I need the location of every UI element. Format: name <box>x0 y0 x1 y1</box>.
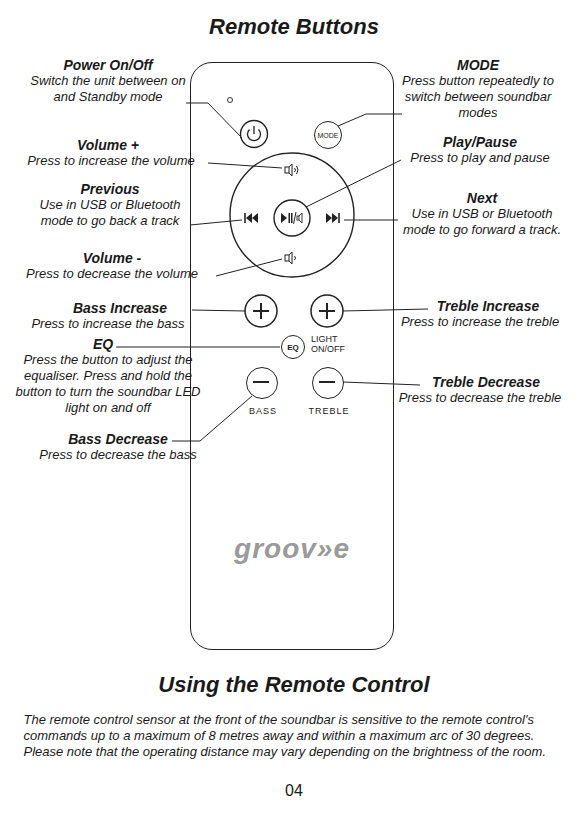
volume-icon <box>297 166 299 174</box>
eq-button: EQLIGHT ON/OFF <box>281 335 305 359</box>
play-pause-icon <box>289 213 291 223</box>
play-pause-icon <box>291 213 293 223</box>
treble-minus-button: TREBLE <box>312 367 344 399</box>
nav-ring <box>230 153 354 277</box>
next-icon <box>326 213 332 223</box>
callout-title: Volume + <box>8 137 208 153</box>
remote-body: groov»eMODEEQLIGHT ON/OFFBASSTREBLE <box>190 62 394 650</box>
previous-icon <box>246 213 252 223</box>
leader-line <box>186 103 242 138</box>
leader-line <box>208 163 282 168</box>
leader-line <box>190 220 242 225</box>
callout-text: Press to increase the volume <box>6 153 216 169</box>
power-button <box>241 121 268 148</box>
button-caption: LIGHT ON/OFF <box>311 334 347 354</box>
status-led <box>228 98 233 103</box>
callout-title: Next <box>382 190 582 206</box>
leader-line <box>172 396 252 441</box>
callout-text: Press to play and pause <box>385 150 575 166</box>
play-pause-icon <box>281 213 287 223</box>
volume-icon <box>289 252 292 264</box>
leader-line <box>343 382 420 385</box>
callout-text: Press the button to adjust the equaliser… <box>8 352 208 416</box>
callout-text: Switch the unit between on and Standby m… <box>23 73 193 105</box>
callout-text: Press to increase the bass <box>8 316 208 332</box>
page-number: 04 <box>264 783 324 799</box>
play-pause-icon <box>294 212 297 224</box>
leader-line <box>192 310 245 311</box>
callout-title: Bass Decrease <box>53 431 183 447</box>
power-icon <box>248 130 261 141</box>
callout-title: Treble Decrease <box>421 374 551 390</box>
button-label: EQ <box>282 336 304 358</box>
callout-title: Bass Increase <box>50 300 190 316</box>
button-label: MODE <box>315 122 341 148</box>
minus-sign <box>319 381 335 383</box>
bass-plus-button <box>245 295 277 327</box>
leader-line <box>343 309 428 311</box>
previous-icon <box>244 213 246 223</box>
mode-button: MODE <box>314 121 342 149</box>
callout-text: Press to decrease the bass <box>18 447 218 463</box>
plus-sign <box>253 303 269 319</box>
leader-line <box>216 259 282 276</box>
play-pause-icon <box>299 213 302 223</box>
play-pause-icon <box>297 216 299 220</box>
leader-line <box>344 220 398 221</box>
callout-text: Use in USB or Bluetooth mode to go forwa… <box>397 206 567 238</box>
callout-title: Volume - <box>12 250 212 266</box>
button-caption: TREBLE <box>299 406 359 416</box>
callout-text: Press button repeatedly to switch betwee… <box>398 73 558 121</box>
body-paragraph: The remote control sensor at the front o… <box>24 712 569 760</box>
callout-text: Press to decrease the treble <box>385 390 575 406</box>
section-heading: Using the Remote Control <box>14 672 574 698</box>
callout-title: Treble Increase <box>428 298 548 314</box>
callout-title: Power On/Off <box>8 57 208 73</box>
callout-title: MODE <box>378 57 578 73</box>
next-icon <box>332 213 338 223</box>
previous-icon <box>252 213 258 223</box>
volume-icon <box>285 167 289 173</box>
callout-title: Previous <box>10 181 210 197</box>
next-icon <box>338 213 340 223</box>
treble-plus-button <box>311 295 343 327</box>
volume-icon <box>295 168 296 172</box>
volume-icon <box>295 256 296 260</box>
power-icon <box>253 126 254 134</box>
callout-title: EQ <box>83 336 123 352</box>
leader-line <box>306 160 401 207</box>
callout-text: Use in USB or Bluetooth mode to go back … <box>25 197 195 229</box>
page-title: Remote Buttons <box>14 14 574 40</box>
leader-line <box>116 347 280 348</box>
brand-logo: groov»e <box>191 533 393 565</box>
play-button <box>274 200 310 236</box>
button-caption: BASS <box>233 406 293 416</box>
callout-text: Press to increase the treble <box>385 314 575 330</box>
leader-line <box>338 114 402 126</box>
callout-text: Press to decrease the volume <box>7 266 217 282</box>
bass-minus-button: BASS <box>246 367 278 399</box>
plus-sign <box>319 303 335 319</box>
volume-icon <box>289 164 292 176</box>
volume-icon <box>285 255 289 261</box>
callout-title: Play/Pause <box>380 134 580 150</box>
minus-sign <box>253 381 269 383</box>
